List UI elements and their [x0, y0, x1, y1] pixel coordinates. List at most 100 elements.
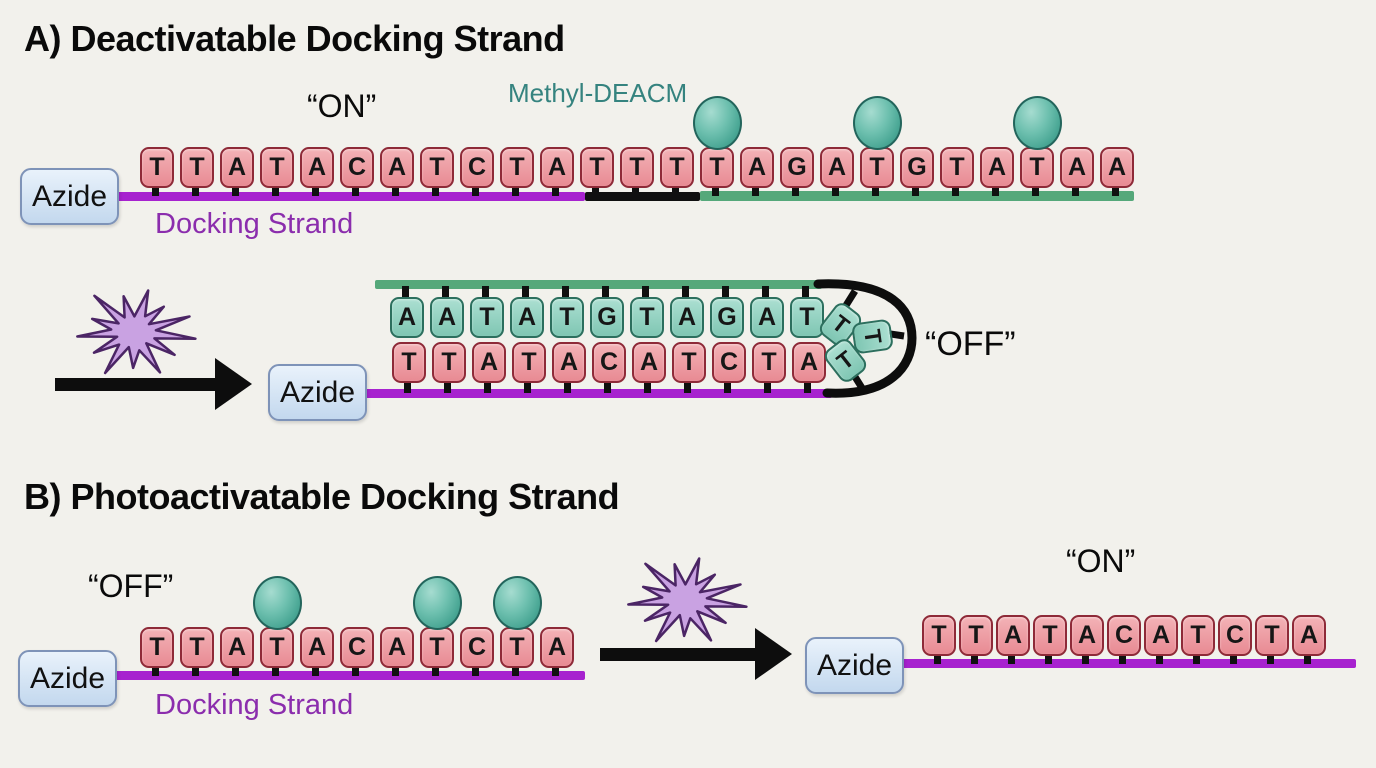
nucleotide-a: A	[1292, 615, 1326, 656]
photocage-sphere-icon	[852, 96, 902, 150]
base-connector	[831, 180, 839, 196]
nucleotide-t: T	[790, 297, 824, 338]
base-connector	[391, 660, 399, 676]
light-flash-icon	[627, 557, 748, 643]
light-flash-icon	[76, 289, 197, 375]
azide-anchor-box: Azide	[20, 168, 119, 225]
nucleotide-a: A	[1060, 147, 1094, 188]
base-connector	[1081, 648, 1089, 664]
panel-b-on-label: “ON”	[1066, 543, 1136, 579]
nucleotide-a: A	[510, 297, 544, 338]
nucleotide-c: C	[340, 627, 374, 668]
nucleotide-a: A	[540, 627, 574, 668]
photocage-sphere-icon	[1012, 96, 1062, 150]
base-connector	[521, 286, 529, 301]
base-connector	[711, 180, 719, 196]
base-connector	[763, 376, 771, 393]
nucleotide-t: T	[392, 342, 426, 383]
nucleotide-t: T	[140, 627, 174, 668]
panel-b-off-label: “OFF”	[88, 568, 174, 604]
base-connector	[1266, 648, 1274, 664]
base-connector	[991, 180, 999, 196]
nucleotide-c: C	[1107, 615, 1141, 656]
nucleotide-t: T	[432, 342, 466, 383]
base-connector	[1118, 648, 1126, 664]
base-connector	[933, 648, 941, 664]
base-connector	[443, 376, 451, 393]
base-connector	[481, 286, 489, 301]
base-connector	[391, 180, 399, 196]
azide-label: Azide	[279, 375, 356, 409]
nucleotide-t: T	[1181, 615, 1215, 656]
azide-anchor-box: Azide	[18, 650, 117, 707]
base-connector	[1155, 648, 1163, 664]
base-connector	[151, 180, 159, 196]
nucleotide-t: T	[500, 627, 534, 668]
nucleotide-a: A	[430, 297, 464, 338]
nucleotide-a: A	[632, 342, 666, 383]
base-connector	[911, 180, 919, 196]
base-connector	[351, 660, 359, 676]
nucleotide-a: A	[220, 147, 254, 188]
nucleotide-a: A	[750, 297, 784, 338]
base-connector	[603, 376, 611, 393]
nucleotide-a: A	[220, 627, 254, 668]
base-connector	[683, 376, 691, 393]
base-connector	[483, 376, 491, 393]
azide-anchor-box: Azide	[268, 364, 367, 421]
nucleotide-t: T	[420, 627, 454, 668]
nucleotide-c: C	[1218, 615, 1252, 656]
nucleotide-a: A	[1070, 615, 1104, 656]
nucleotide-t: T	[140, 147, 174, 188]
nucleotide-t: T	[512, 342, 546, 383]
docking-strand-label: Docking Strand	[155, 689, 354, 721]
nucleotide-a: A	[540, 147, 574, 188]
base-connector	[871, 180, 879, 196]
nucleotide-t: T	[180, 147, 214, 188]
nucleotide-t: T	[620, 147, 654, 188]
nucleotide-t: T	[260, 627, 294, 668]
nucleotide-g: G	[710, 297, 744, 338]
base-connector	[761, 286, 769, 301]
nucleotide-a: A	[1144, 615, 1178, 656]
base-connector	[561, 286, 569, 301]
base-connector	[311, 660, 319, 676]
nucleotide-g: G	[780, 147, 814, 188]
base-connector	[551, 660, 559, 676]
reaction-arrow-icon	[600, 628, 792, 680]
nucleotide-a: A	[300, 627, 334, 668]
nucleotide-a: A	[472, 342, 506, 383]
nucleotide-a: A	[300, 147, 334, 188]
nucleotide-t: T	[660, 147, 694, 188]
base-connector	[751, 180, 759, 196]
base-connector	[271, 660, 279, 676]
nucleotide-a: A	[792, 342, 826, 383]
nucleotide-t: T	[1255, 615, 1289, 656]
nucleotide-t: T	[630, 297, 664, 338]
base-connector	[803, 376, 811, 393]
base-connector	[471, 660, 479, 676]
imager-complement-backbone	[375, 280, 822, 289]
base-connector	[401, 286, 409, 301]
base-connector	[721, 286, 729, 301]
base-connector	[231, 180, 239, 196]
methyl-deacm-label: Methyl-DEACM	[508, 78, 688, 108]
nucleotide-a: A	[380, 627, 414, 668]
base-connector	[791, 180, 799, 196]
nucleotide-c: C	[460, 627, 494, 668]
base-connector	[1111, 180, 1119, 196]
base-connector	[191, 180, 199, 196]
base-connector	[723, 376, 731, 393]
base-connector	[1192, 648, 1200, 664]
base-connector	[191, 660, 199, 676]
nucleotide-a: A	[820, 147, 854, 188]
nucleotide-t: T	[420, 147, 454, 188]
base-connector	[511, 180, 519, 196]
nucleotide-t: T	[922, 615, 956, 656]
nucleotide-a: A	[670, 297, 704, 338]
panel-a-off-label: “OFF”	[925, 325, 1016, 363]
base-connector	[1303, 648, 1311, 664]
nucleotide-a: A	[996, 615, 1030, 656]
base-connector	[151, 660, 159, 676]
